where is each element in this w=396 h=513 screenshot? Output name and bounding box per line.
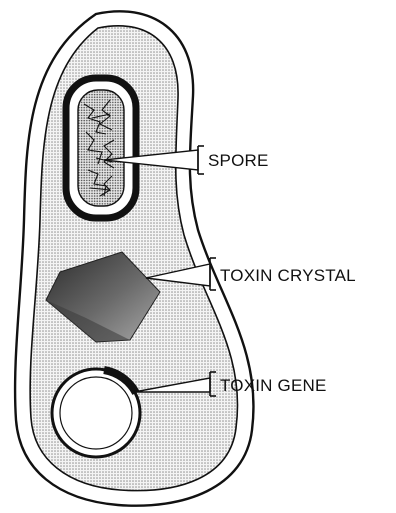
spore-label: SPORE: [208, 151, 269, 170]
toxin-crystal-label: TOXIN CRYSTAL: [220, 266, 356, 285]
spore: [66, 78, 136, 218]
toxin-gene-label: TOXIN GENE: [220, 376, 327, 395]
toxin-gene: [52, 369, 140, 457]
